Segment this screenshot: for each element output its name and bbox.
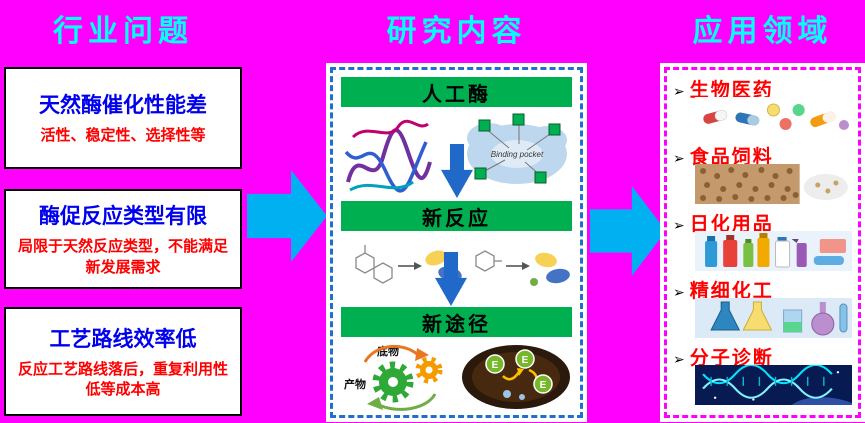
arrow-problems-to-research-icon xyxy=(247,170,327,262)
application-label: ➢ 日化用品 xyxy=(673,207,852,235)
enzyme-label: E xyxy=(522,355,529,366)
enzyme-label: E xyxy=(492,360,499,371)
application-row-fine-chemicals: ➢ 精细化工 xyxy=(673,274,852,341)
banner-new-pathways: 新途径 xyxy=(341,307,572,337)
substrate-product-gears-image: 底物 产物 xyxy=(341,342,453,412)
application-row-daily-chemicals: ➢ 日化用品 xyxy=(673,207,852,274)
binding-pocket-image: Binding pocket xyxy=(461,110,573,196)
column-title-research: 研究内容 xyxy=(386,15,527,48)
problem-desc: 局限于天然反应类型，不能满足新发展需求 xyxy=(17,238,228,276)
problem-desc: 反应工艺路线落后，重复利用性低等成本高 xyxy=(17,360,228,398)
lab-flasks-image xyxy=(695,298,852,338)
feed-pellets-image xyxy=(695,164,852,204)
research-panel: 人工酶 xyxy=(330,67,583,418)
column-title-problems: 行业问题 xyxy=(53,15,193,48)
application-label: ➢ 食品饲料 xyxy=(673,140,852,168)
binding-pocket-label: Binding pocket xyxy=(491,150,544,159)
daily-products-image xyxy=(695,231,852,271)
protein-structure-image xyxy=(338,112,438,196)
arrow-bullet-icon: ➢ xyxy=(673,284,685,300)
problem-box-reaction-types: 酶促反应类型有限 局限于天然反应类型，不能满足新发展需求 xyxy=(4,189,242,289)
arrow-bullet-icon: ➢ xyxy=(673,83,685,99)
application-name: 分子诊断 xyxy=(689,348,774,369)
column-title-applications: 应用领域 xyxy=(692,15,833,48)
problem-title: 天然酶催化性能差 xyxy=(39,94,207,118)
enzyme-cascade-image: E E E xyxy=(459,342,573,412)
application-label: ➢ 精细化工 xyxy=(673,274,852,302)
application-row-food-feed: ➢ 食品饲料 xyxy=(673,140,852,207)
dna-helix-image xyxy=(695,365,852,405)
application-name: 生物医药 xyxy=(689,80,774,101)
problem-box-catalysis: 天然酶催化性能差 活性、稳定性、选择性等 xyxy=(4,67,242,169)
arrow-research-to-applications-icon xyxy=(590,186,666,276)
banner-artificial-enzyme: 人工酶 xyxy=(341,77,572,107)
enzyme-label: E xyxy=(540,380,547,391)
application-row-molecular-diagnostics: ➢ 分子诊断 xyxy=(673,341,852,408)
problem-box-process-efficiency: 工艺路线效率低 反应工艺路线落后，重复利用性低等成本高 xyxy=(4,307,242,416)
application-label: ➢ 生物医药 xyxy=(673,73,852,101)
application-label: ➢ 分子诊断 xyxy=(673,341,852,369)
application-name: 精细化工 xyxy=(689,281,774,302)
arrow-bullet-icon: ➢ xyxy=(673,150,685,166)
arrow-bullet-icon: ➢ xyxy=(673,351,685,367)
problem-desc: 活性、稳定性、选择性等 xyxy=(40,127,206,145)
problem-title: 工艺路线效率低 xyxy=(49,327,197,351)
application-name: 日化用品 xyxy=(689,214,774,235)
pills-image xyxy=(695,97,852,137)
problem-title: 酶促反应类型有限 xyxy=(39,205,207,229)
banner-new-reactions: 新反应 xyxy=(341,201,572,231)
arrow-bullet-icon: ➢ xyxy=(673,217,685,233)
application-row-biomedicine: ➢ 生物医药 xyxy=(673,73,852,140)
applications-panel: ➢ 生物医药 xyxy=(664,67,861,418)
product-label: 产物 xyxy=(344,377,366,391)
application-name: 食品饲料 xyxy=(689,147,774,168)
reaction-scheme-image xyxy=(338,236,580,300)
